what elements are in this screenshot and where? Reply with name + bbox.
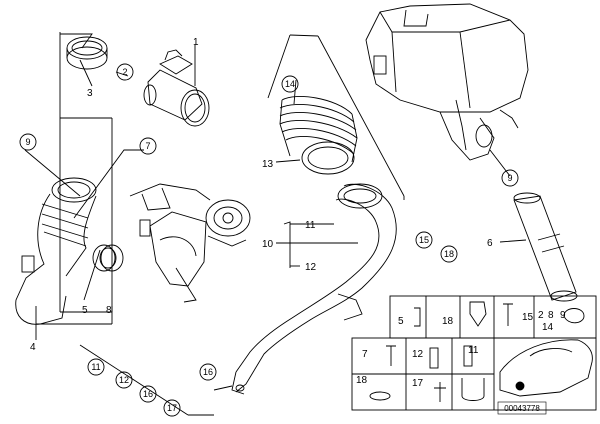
callout-16-pipe: 16 bbox=[203, 367, 213, 377]
table-cell-18: 18 bbox=[442, 316, 454, 327]
hose-part bbox=[513, 192, 578, 302]
label-8: 8 bbox=[106, 305, 112, 316]
callout-18: 18 bbox=[444, 249, 454, 259]
table-cell-12: 12 bbox=[412, 349, 424, 360]
label-4: 4 bbox=[30, 342, 36, 353]
table-cell-15: 15 bbox=[522, 312, 534, 323]
callout-16: 16 bbox=[143, 389, 153, 399]
label-3: 3 bbox=[87, 88, 93, 99]
callout-9-left: 9 bbox=[25, 137, 30, 147]
table-cell-2: 2 bbox=[538, 310, 544, 321]
label-10: 10 bbox=[262, 239, 274, 250]
parts-table bbox=[351, 295, 597, 411]
turbocharger-part bbox=[129, 183, 251, 303]
callout-2: 2 bbox=[122, 67, 127, 77]
reference-code-box bbox=[497, 401, 547, 415]
table-cell-9: 9 bbox=[560, 310, 566, 321]
bellows-part bbox=[279, 96, 358, 175]
label-5: 5 bbox=[82, 305, 88, 316]
label-11: 11 bbox=[305, 220, 316, 231]
leader-lines bbox=[24, 32, 527, 416]
clamp-ring-part bbox=[66, 36, 108, 70]
intake-boot-part bbox=[15, 177, 97, 325]
table-cell-18b: 18 bbox=[356, 375, 368, 386]
car-silhouette bbox=[499, 339, 593, 397]
reference-code: 00043778 bbox=[504, 404, 540, 413]
air-mass-meter-part bbox=[143, 49, 210, 127]
table-cell-14: 14 bbox=[542, 322, 554, 333]
label-1: 1 bbox=[193, 37, 199, 48]
intake-pipe-part bbox=[231, 183, 397, 395]
table-cell-7: 7 bbox=[362, 349, 368, 360]
label-13: 13 bbox=[262, 159, 274, 170]
callout-9-right: 9 bbox=[507, 173, 512, 183]
table-cell-8: 8 bbox=[548, 310, 554, 321]
callout-11: 11 bbox=[91, 362, 100, 372]
air-filter-housing-part bbox=[365, 3, 529, 161]
table-cell-5: 5 bbox=[398, 316, 404, 327]
callout-7: 7 bbox=[145, 141, 150, 151]
callout-14: 14 bbox=[285, 79, 295, 89]
callout-12: 12 bbox=[119, 375, 129, 385]
callout-15: 15 bbox=[419, 235, 429, 245]
label-12: 12 bbox=[305, 262, 317, 273]
callout-17: 17 bbox=[167, 403, 177, 413]
fastener-icons bbox=[369, 301, 585, 402]
callout-circles bbox=[19, 63, 519, 417]
table-cell-11: 11 bbox=[468, 345, 479, 356]
table-cell-17: 17 bbox=[412, 378, 424, 389]
label-6: 6 bbox=[487, 238, 493, 249]
